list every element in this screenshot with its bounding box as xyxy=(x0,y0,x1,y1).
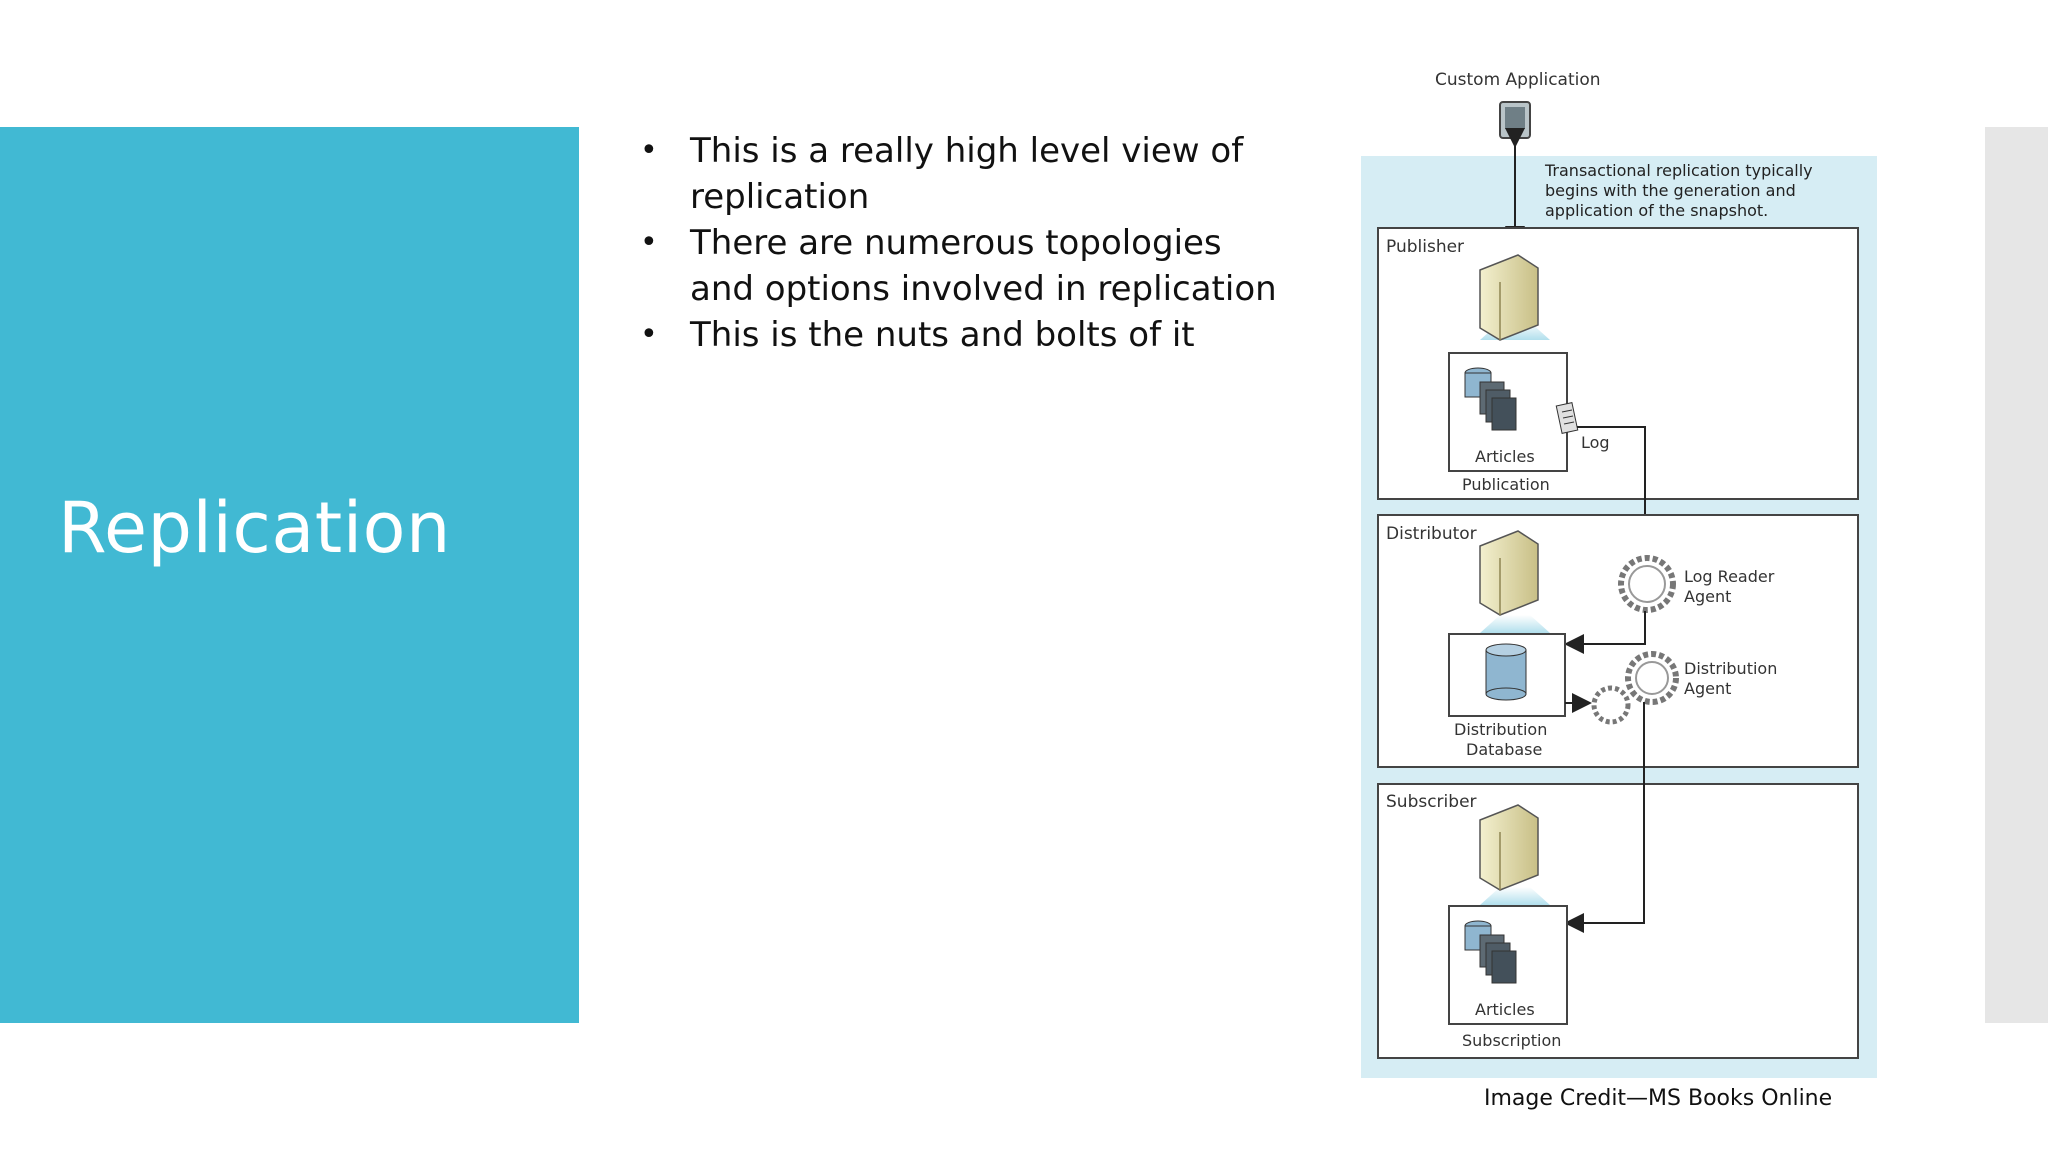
note-line: application of the snapshot. xyxy=(1545,201,1768,220)
log-icon xyxy=(1555,402,1579,434)
log-reader-agent-label: Log Reader Agent xyxy=(1684,567,1779,606)
publisher-server-icon xyxy=(1479,254,1550,341)
right-edge-strip xyxy=(1985,127,2048,1023)
bullet-item: • This is a really high level view of rep… xyxy=(640,128,1280,220)
bullet-item: • This is the nuts and bolts of it xyxy=(640,312,1280,358)
subscriber-server-icon xyxy=(1479,804,1550,905)
distributor-label: Distributor xyxy=(1386,524,1477,544)
distribution-db-line: Distribution xyxy=(1454,720,1547,739)
log-label: Log xyxy=(1581,433,1610,452)
bullet-list: • This is a really high level view of rep… xyxy=(640,128,1280,358)
log-to-reader-arrow xyxy=(1577,426,1655,557)
custom-application-icon xyxy=(1499,101,1531,139)
bullet-dot-icon: • xyxy=(640,225,658,260)
distribution-agent-line: Agent xyxy=(1684,679,1731,698)
image-credit-caption: Image Credit—MS Books Online xyxy=(1484,1086,1833,1111)
distribution-database-label: Distribution Database xyxy=(1454,720,1552,759)
custom-application-label: Custom Application xyxy=(1435,70,1601,90)
distribution-db-line: Database xyxy=(1466,740,1542,759)
agent-to-subscriber-arrow xyxy=(1564,702,1645,933)
snapshot-note: Transactional replication typically begi… xyxy=(1544,161,1818,220)
bullet-text: There are numerous topologies and option… xyxy=(690,223,1277,309)
replication-diagram: Custom Application Transactional replica… xyxy=(1361,70,1877,1078)
subscriber-label: Subscriber xyxy=(1386,792,1477,812)
note-line: Transactional replication typically xyxy=(1544,161,1813,180)
bullet-text: This is the nuts and bolts of it xyxy=(690,315,1195,355)
bullet-dot-icon: • xyxy=(640,133,658,168)
log-reader-line: Log Reader xyxy=(1684,567,1775,586)
publication-label: Publication xyxy=(1462,475,1550,494)
note-line: begins with the generation and xyxy=(1545,181,1796,200)
distribution-agent-gear-icon xyxy=(1591,651,1679,725)
distribution-agent-label: Distribution Agent xyxy=(1684,659,1782,698)
log-reader-line: Agent xyxy=(1684,587,1731,606)
articles-label: Articles xyxy=(1475,447,1535,466)
publisher-label: Publisher xyxy=(1386,237,1464,257)
database-icon xyxy=(1485,643,1527,701)
articles-icon xyxy=(1464,367,1517,431)
distributor-server-icon xyxy=(1479,530,1550,633)
subscriber-articles-icon xyxy=(1464,920,1517,984)
bullet-text: This is a really high level view of repl… xyxy=(690,131,1244,217)
log-reader-agent-gear-icon xyxy=(1618,555,1676,613)
bullet-item: • There are numerous topologies and optio… xyxy=(640,220,1280,312)
bullet-dot-icon: • xyxy=(640,317,658,352)
slide-title: Replication xyxy=(58,487,451,569)
subscriber-articles-label: Articles xyxy=(1475,1000,1535,1019)
subscription-label: Subscription xyxy=(1462,1031,1561,1050)
distribution-agent-line: Distribution xyxy=(1684,659,1777,678)
title-panel xyxy=(0,127,579,1023)
reader-to-distdb-arrow xyxy=(1564,611,1646,654)
